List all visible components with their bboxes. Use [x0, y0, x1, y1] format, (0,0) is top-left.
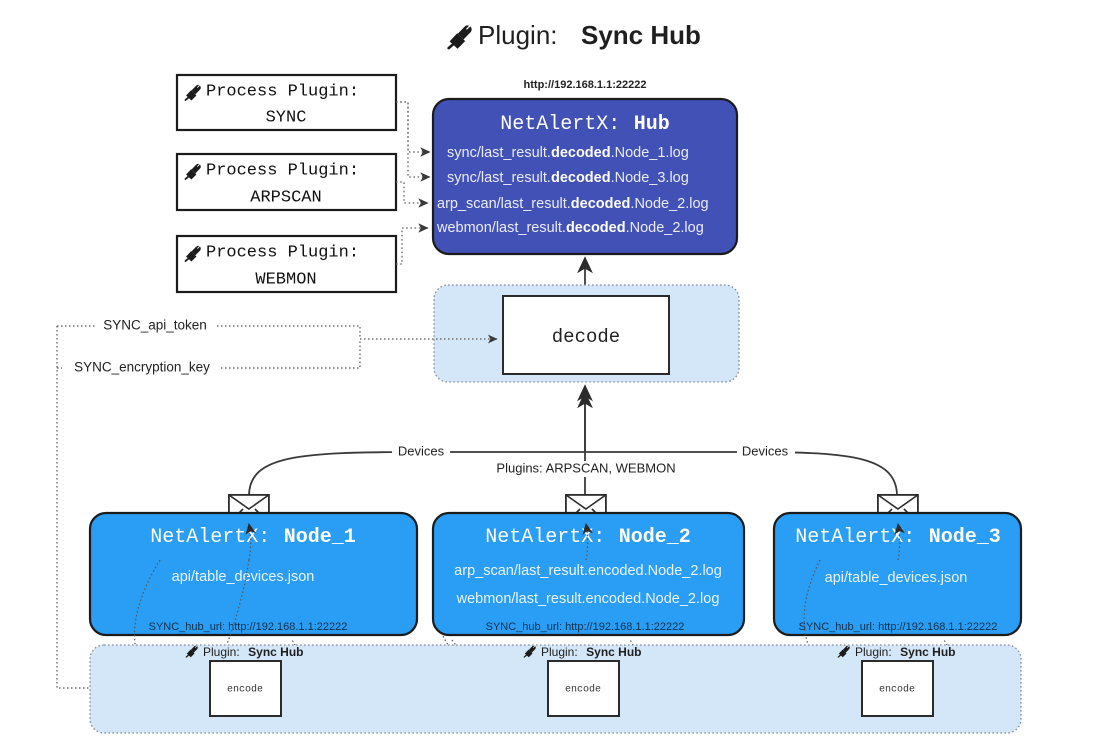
- label-bg: [95, 317, 215, 333]
- node-hub-url: SYNC_hub_url: http://192.168.1.1:22222: [799, 621, 998, 633]
- label-bg: [737, 444, 795, 460]
- title-prefix: Plugin:: [478, 20, 558, 50]
- encoder-plugin-label: Plugin: Sync Hub: [203, 644, 304, 661]
- node-title: NetAlertX: Node_3: [795, 526, 1001, 549]
- edge-sync-to-hub-2: [396, 101, 431, 182]
- decode-box[interactable]: [502, 295, 670, 375]
- encode-label: encode: [227, 684, 263, 696]
- page-title: Plugin: Sync Hub: [447, 20, 701, 51]
- node-title: NetAlertX: Node_2: [485, 526, 691, 549]
- node-2[interactable]: NetAlertX: Node_2 arp_scan/last_result.e…: [431, 511, 746, 637]
- edge-arpscan-to-hub: [396, 181, 429, 208]
- plugin-name: ARPSCAN: [250, 188, 321, 207]
- node-line: api/table_devices.json: [172, 569, 315, 585]
- plugin-heading: Process Plugin:: [206, 82, 359, 101]
- hub-log-0: sync/last_result.decoded.Node_1.log: [447, 145, 689, 161]
- title-name: Sync Hub: [581, 20, 701, 50]
- token-label-api: SYNC_api_token: [103, 318, 207, 333]
- edge-node3-to-envelope: [894, 522, 905, 561]
- edge-api-token-to-decode: [57, 325, 498, 344]
- label-bg: [62, 360, 220, 376]
- hub-node[interactable]: NetAlertX: Hub sync/last_result.decoded.…: [431, 97, 739, 256]
- node-1[interactable]: NetAlertX: Node_1 api/table_devices.json…: [88, 511, 419, 637]
- encoder-3[interactable]: Plugin: Sync Hub encode: [837, 644, 956, 717]
- process-plugin-arpscan[interactable]: Process Plugin: ARPSCAN: [175, 152, 398, 212]
- encoder-2[interactable]: Plugin: Sync Hub encode: [523, 644, 642, 717]
- plug-icon: [447, 24, 473, 51]
- plugin-heading: Process Plugin:: [206, 243, 359, 262]
- hub-title-prefix: NetAlertX:: [500, 113, 620, 136]
- hub-url-label: http://192.168.1.1:22222: [524, 79, 647, 91]
- edge-sync-to-hub: [396, 101, 431, 157]
- hub-log-3: webmon/last_result.decoded.Node_2.log: [436, 220, 704, 236]
- edge-label-right-devices: Devices: [742, 443, 789, 458]
- node-hub-url: SYNC_hub_url: http://192.168.1.1:22222: [486, 621, 685, 633]
- edge-node1-to-encode: [133, 559, 161, 687]
- encode-label: encode: [565, 684, 601, 696]
- plugin-heading: Process Plugin:: [206, 161, 359, 180]
- hub-log-1: sync/last_result.decoded.Node_3.log: [447, 170, 689, 186]
- encoder-plugin-label: Plugin: Sync Hub: [855, 644, 956, 661]
- edge-node1-curve: [214, 559, 250, 675]
- node-title: NetAlertX: Node_1: [150, 526, 356, 549]
- process-plugin-webmon[interactable]: Process Plugin: WEBMON: [175, 234, 398, 294]
- hub-title: NetAlertX: Hub: [500, 113, 670, 136]
- node-line: api/table_devices.json: [825, 570, 968, 586]
- node-line: webmon/last_result.encoded.Node_2.log: [456, 591, 720, 607]
- decode-panel: decode: [433, 284, 740, 383]
- token-label-encryption: SYNC_encryption_key: [74, 360, 210, 375]
- edge-node1-to-envelope: [245, 522, 256, 561]
- decode-label: decode: [552, 326, 620, 348]
- label-bg: [392, 444, 450, 460]
- hub-log-2: arp_scan/last_result.decoded.Node_2.log: [437, 196, 709, 212]
- node-line: arp_scan/last_result.encoded.Node_2.log: [454, 563, 722, 579]
- node-hub-url: SYNC_hub_url: http://192.168.1.1:22222: [149, 621, 348, 633]
- hub-title-name: Hub: [634, 113, 670, 136]
- plugin-name: WEBMON: [255, 270, 316, 289]
- encoder-1[interactable]: Plugin: Sync Hub encode: [185, 644, 304, 717]
- encode-label: encode: [879, 684, 915, 696]
- edge-label-center-plugins: Plugins: ARPSCAN, WEBMON: [496, 460, 675, 475]
- node-3[interactable]: NetAlertX: Node_3 api/table_devices.json…: [772, 511, 1023, 637]
- encoder-plugin-label: Plugin: Sync Hub: [541, 644, 642, 661]
- label-bg: [500, 461, 672, 477]
- edge-node2-to-envelope: [582, 522, 593, 561]
- edge-label-left-devices: Devices: [398, 443, 445, 458]
- edge-webmon-to-hub: [396, 223, 429, 265]
- plugin-name: SYNC: [266, 108, 307, 127]
- process-plugin-sync[interactable]: Process Plugin: SYNC: [175, 73, 398, 132]
